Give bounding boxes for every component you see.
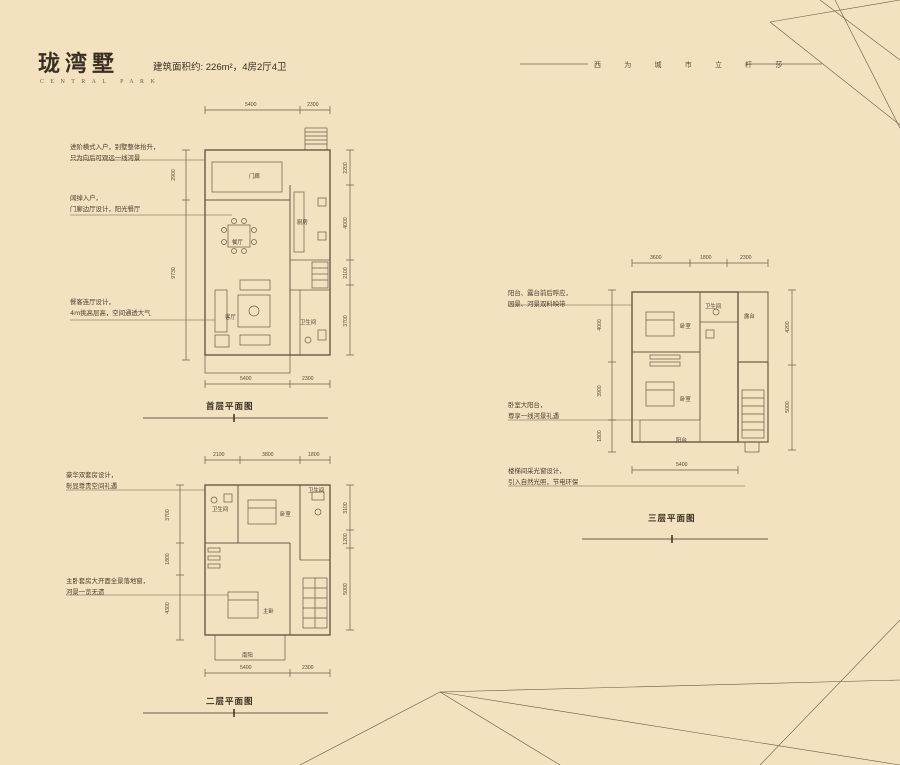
dimension-label: 2200 xyxy=(342,162,349,174)
dimension-label: 1800 xyxy=(700,255,712,261)
dimension-label: 3100 xyxy=(342,502,349,514)
first-floor-note-3: 餐客连厅设计， 4m挑高层高，空间通透大气 xyxy=(70,297,151,319)
third-floor-note-3: 楼梯间采光窗设计， 引入自然光照，节电环保 xyxy=(508,466,578,488)
dimension-label: 4000 xyxy=(342,217,349,229)
first-floor-title: 首层平面图 xyxy=(206,402,254,412)
building-area-text: 建筑面积约: 226m²，4房2厅4卫 xyxy=(153,62,287,73)
third-floor-plan xyxy=(608,259,796,474)
note-line: 阳台、露台前后呼应， xyxy=(508,289,572,297)
note-line: 进阶横式入户，别墅整体抬升， xyxy=(70,143,160,151)
dimension-label: 5400 xyxy=(240,665,252,671)
dimension-label: 5400 xyxy=(245,102,257,108)
note-line: 园景、河景双料映带 xyxy=(508,300,566,308)
dimension-label: 5400 xyxy=(676,462,688,468)
dimension-label: 2900 xyxy=(170,169,177,181)
slogan-char: 杆 xyxy=(745,61,755,69)
first-floor-note-2: 阔绰入户， 门廊边厅设计，阳光餐厅 xyxy=(70,193,140,215)
note-line: 卧室大阳台， xyxy=(508,401,547,409)
dimension-label: 2100 xyxy=(213,452,225,458)
note-line: 门廊边厅设计，阳光餐厅 xyxy=(70,205,141,213)
dimension-label: 3800 xyxy=(262,452,274,458)
room-label: 露台 xyxy=(744,314,755,320)
page-title: 珑湾墅 xyxy=(38,51,120,77)
room-label: 卫生间 xyxy=(308,488,325,494)
room-label: 南阳 xyxy=(242,653,253,659)
second-floor-title: 二层平面图 xyxy=(206,697,254,707)
slogan: 西 为 城 市 立 杆 莎 xyxy=(594,60,801,70)
dimension-label: 3700 xyxy=(164,509,171,521)
note-line: 4m挑高层高，空间通透大气 xyxy=(70,309,151,317)
dimension-label: 3700 xyxy=(342,315,349,327)
second-floor-note-2: 主卧套房大开面全景落地窗， 河景一览无遗 xyxy=(66,576,149,598)
dimension-label: 4300 xyxy=(164,602,171,614)
dimension-label: 3600 xyxy=(650,255,662,261)
note-line: 阔绰入户， xyxy=(70,194,102,202)
dimension-label: 3900 xyxy=(596,385,603,397)
room-label: 阳台 xyxy=(676,438,687,444)
note-line: 只为向后可观远一线河景 xyxy=(70,154,141,162)
room-label: 卫生间 xyxy=(705,304,722,310)
slogan-char: 城 xyxy=(654,61,664,69)
dimension-label: 5400 xyxy=(240,376,252,382)
second-floor-note-1: 豪华双套房设计， 彰显尊贵空间礼遇 xyxy=(66,470,117,492)
slogan-char: 莎 xyxy=(775,61,785,69)
room-label: 卫生间 xyxy=(212,507,229,513)
slogan-char: 西 xyxy=(594,61,603,69)
dimension-label: 1200 xyxy=(342,533,349,545)
room-label: 卫生间 xyxy=(300,320,317,326)
slogan-char: 为 xyxy=(624,61,634,69)
note-line: 楼梯间采光窗设计， xyxy=(508,467,566,475)
note-line: 豪华双套房设计， xyxy=(66,471,118,479)
first-floor-plan xyxy=(182,106,354,388)
dimension-label: 4000 xyxy=(596,319,603,331)
third-floor-leaders xyxy=(508,304,745,487)
note-line: 尊享一线河景礼遇 xyxy=(508,412,560,420)
note-line: 河景一览无遗 xyxy=(66,588,105,596)
room-label: 门廊 xyxy=(249,174,260,180)
dimension-label: 2300 xyxy=(307,102,319,108)
second-floor-plan xyxy=(176,456,354,677)
decorative-lines xyxy=(299,0,900,765)
dimension-label: 2300 xyxy=(302,376,314,382)
dimension-label: 2300 xyxy=(302,665,314,671)
third-floor-note-2: 卧室大阳台， 尊享一线河景礼遇 xyxy=(508,400,559,422)
room-label: 卧室 xyxy=(280,512,291,518)
dimension-label: 4200 xyxy=(784,321,791,333)
room-label: 厨房 xyxy=(297,220,308,226)
note-line: 彰显尊贵空间礼遇 xyxy=(66,482,118,490)
third-floor-title: 三层平面图 xyxy=(648,514,696,524)
first-floor-note-1: 进阶横式入户，别墅整体抬升， 只为向后可观远一线河景 xyxy=(70,142,159,164)
slogan-char: 立 xyxy=(714,61,724,69)
room-label: 餐厅 xyxy=(232,240,243,246)
dimension-label: 9730 xyxy=(170,267,177,279)
dimension-label: 5000 xyxy=(784,401,791,413)
note-line: 餐客连厅设计， xyxy=(70,298,115,306)
dimension-label: 1800 xyxy=(596,430,603,442)
note-line: 引入自然光照，节电环保 xyxy=(508,478,579,486)
slogan-char: 市 xyxy=(684,61,694,69)
room-label: 主卧 xyxy=(263,609,274,615)
dimension-label: 2300 xyxy=(740,255,752,261)
dimension-label: 5000 xyxy=(342,583,349,595)
room-label: 客厅 xyxy=(225,315,236,321)
third-floor-note-1: 阳台、露台前后呼应， 园景、河景双料映带 xyxy=(508,288,572,310)
first-floor-leaders xyxy=(70,159,232,321)
dimension-label: 2100 xyxy=(342,267,349,279)
english-subtitle: CENTRAL PARK xyxy=(40,79,162,85)
room-label: 卧室 xyxy=(680,324,691,330)
room-label: 卧室 xyxy=(680,397,691,403)
dimension-label: 1800 xyxy=(164,553,171,565)
dimension-label: 1800 xyxy=(308,452,320,458)
second-floor-leaders xyxy=(66,489,228,596)
note-line: 主卧套房大开面全景落地窗， xyxy=(66,577,150,585)
